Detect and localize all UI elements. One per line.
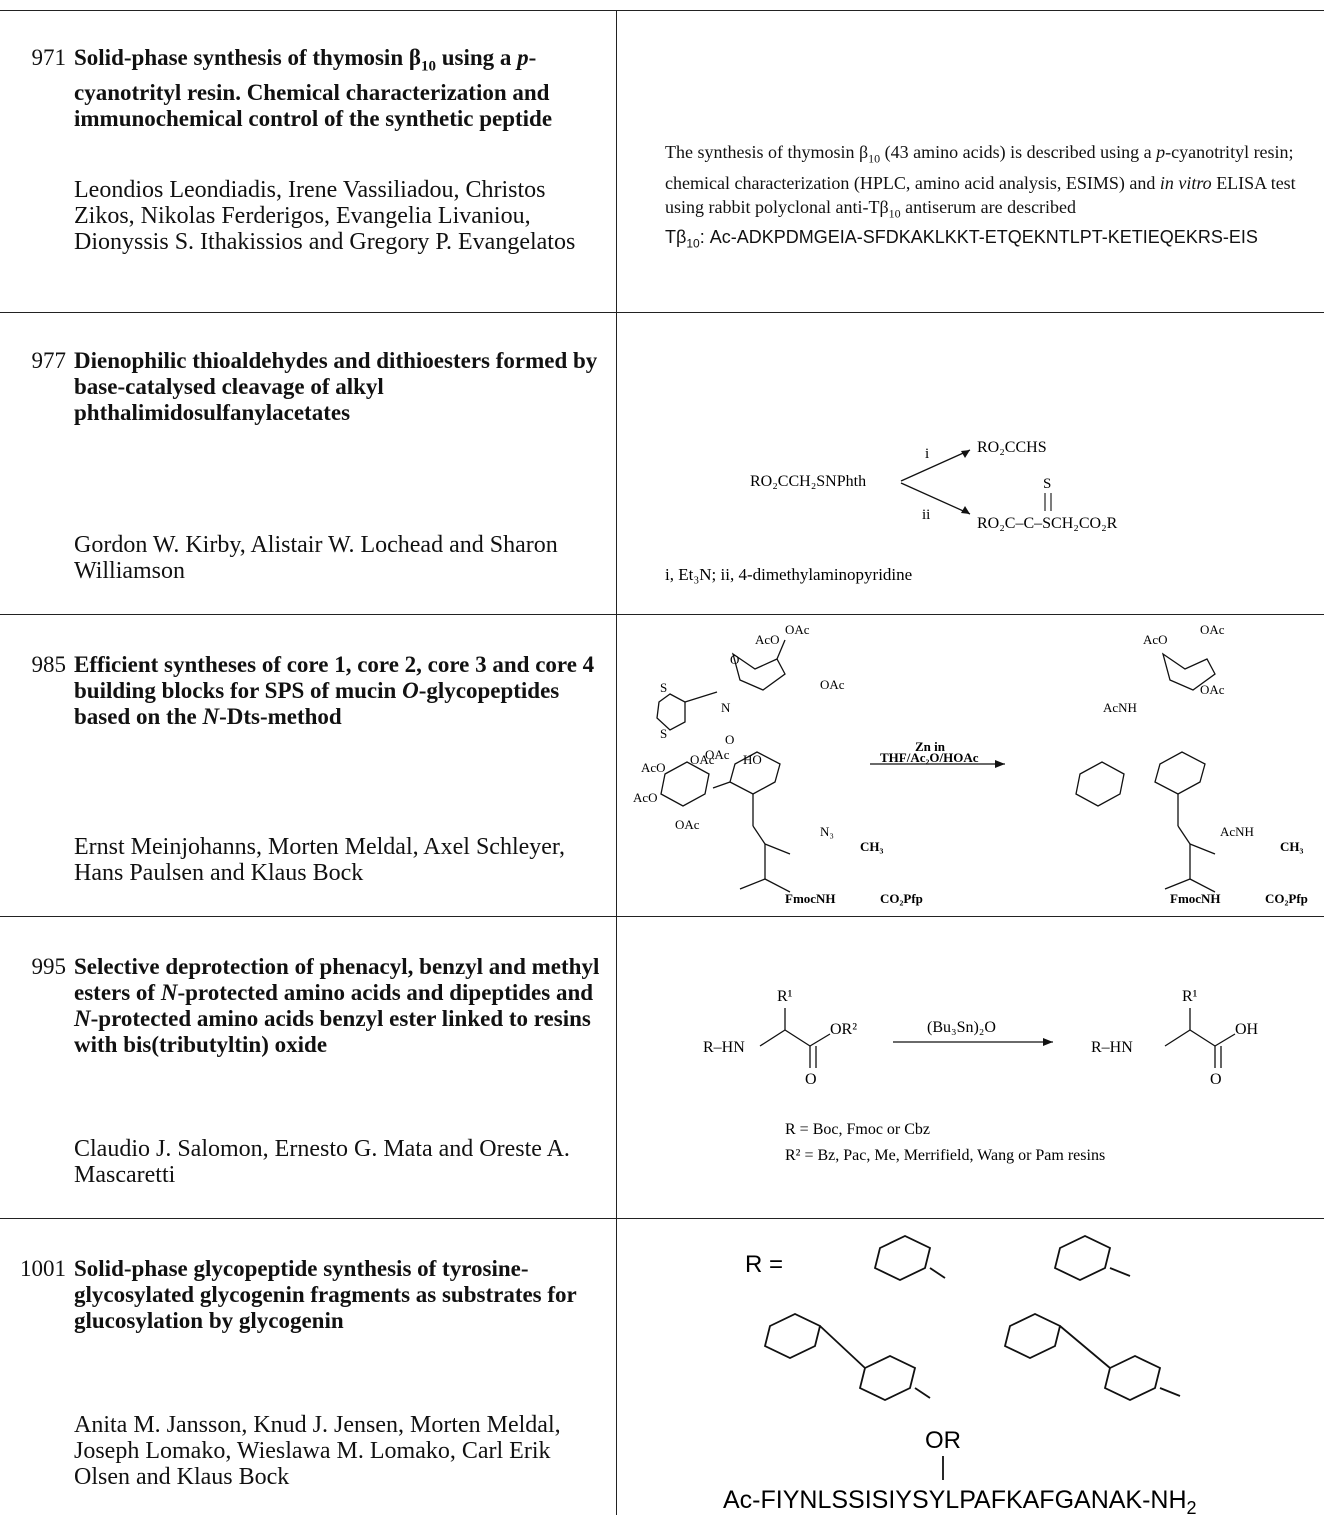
svg-text:OAc: OAc <box>705 747 730 762</box>
reaction-conditions: i, Et₃N; ii, 4-dimethylaminopyridine <box>665 565 912 584</box>
abstract-text: The synthesis of thymosin β10 (43 amino … <box>665 142 1296 251</box>
glycoside-structure-right <box>1075 652 1216 893</box>
rule-4 <box>0 1218 1324 1219</box>
scheme-985: Zn in THF/Ac₂O/HOAc OAc AcO OAc O S S N … <box>625 614 1320 916</box>
article-title[interactable]: Solid-phase synthesis of thymosin β10 us… <box>74 45 553 131</box>
product-thioaldehyde: RO₂CCHS <box>977 439 1047 456</box>
svg-text:N₃: N₃ <box>820 824 834 839</box>
definition-r2: R² = Bz, Pac, Me, Merrifield, Wang or Pa… <box>785 1147 1105 1164</box>
svg-text:O: O <box>725 732 734 747</box>
svg-text:FmocNH: FmocNH <box>1170 891 1221 906</box>
svg-text:OAc: OAc <box>690 752 715 767</box>
svg-text:OAc: OAc <box>675 817 700 832</box>
reagent-top: Zn in <box>915 739 946 754</box>
entry-977: 977 Dienophilic thioaldehydes and dithio… <box>0 312 616 614</box>
definition-r: R = Boc, Fmoc or Cbz <box>785 1121 930 1138</box>
rule-1 <box>0 312 1324 313</box>
svg-text:N: N <box>721 700 731 715</box>
thione-sulfur: S <box>1043 476 1051 492</box>
page-number[interactable]: 995 <box>31 954 67 979</box>
page-number[interactable]: 977 <box>31 348 67 373</box>
svg-text:R¹: R¹ <box>777 988 793 1005</box>
reactant-label: RO₂CCH₂SNPhth <box>750 473 866 490</box>
rule-3 <box>0 916 1324 917</box>
entry-1001: 1001 Solid-phase glycopeptide synthesis … <box>0 1218 616 1515</box>
entry-995: 995 Selective deprotection of phenacyl, … <box>0 916 616 1218</box>
svg-text:OAc: OAc <box>1200 682 1225 697</box>
article-title[interactable]: Selective deprotection of phenacyl, benz… <box>74 954 600 1057</box>
svg-text:OAc: OAc <box>820 677 845 692</box>
svg-text:CO₂Pfp: CO₂Pfp <box>1265 891 1308 906</box>
svg-text:O: O <box>730 652 739 667</box>
svg-text:R¹: R¹ <box>1182 988 1198 1005</box>
article-title[interactable]: Efficient syntheses of core 1, core 2, c… <box>74 652 595 729</box>
article-authors: Gordon W. Kirby, Alistair W. Lochead and… <box>74 532 558 584</box>
svg-text:AcNH: AcNH <box>1220 824 1254 839</box>
reagent: (Bu₃Sn)₂O <box>927 1019 996 1036</box>
reaction-scheme-977: RO₂CCH₂SNPhth i ii RO₂CCHS S RO₂C–C–SCH₂… <box>665 439 1118 584</box>
rule-2 <box>0 614 1324 615</box>
svg-text:AcO: AcO <box>633 790 658 805</box>
abstract-971: The synthesis of thymosin β10 (43 amino … <box>625 10 1320 312</box>
svg-text:AcO: AcO <box>1143 632 1168 647</box>
entry-971: 971 Solid-phase synthesis of thymosin β1… <box>0 10 616 312</box>
reaction-scheme-995: R¹ R–HN OR² O (Bu₃Sn)₂O R¹ R–HN OH O R =… <box>703 988 1259 1164</box>
article-authors: Ernst Meinjohanns, Morten Meldal, Axel S… <box>74 834 565 886</box>
svg-text:OAc: OAc <box>785 622 810 637</box>
article-title[interactable]: Dienophilic thioaldehydes and dithioeste… <box>74 348 598 425</box>
svg-text:CO₂Pfp: CO₂Pfp <box>880 891 923 906</box>
rule-top <box>0 10 1324 11</box>
svg-text:OAc: OAc <box>1200 622 1225 637</box>
svg-text:CH₃: CH₃ <box>860 839 884 854</box>
svg-text:HO: HO <box>743 752 762 767</box>
article-authors: Claudio J. Salomon, Ernesto G. Mata and … <box>74 1136 570 1188</box>
page-number[interactable]: 985 <box>31 652 67 677</box>
svg-text:O: O <box>805 1071 817 1088</box>
page-number[interactable]: 971 <box>31 45 67 70</box>
svg-text:O: O <box>1210 1071 1222 1088</box>
article-authors: Leondios Leondiadis, Irene Vassiliadou, … <box>74 177 576 255</box>
svg-text:AcO: AcO <box>755 632 780 647</box>
arrow-label-i: i <box>925 446 929 462</box>
svg-text:OR²: OR² <box>830 1021 857 1038</box>
glycopeptide-sequence: Ac-FIYNLSSISIYSYLPAFKAFGANAK-NH2 <box>723 1486 1197 1515</box>
svg-text:R–HN: R–HN <box>1091 1039 1133 1056</box>
arrow-label-ii: ii <box>922 507 930 523</box>
column-divider <box>616 10 617 1515</box>
peptide-sequence: Tβ10: Ac-ADKPDMGEIA-SFDKAKLKKT-ETQEKNTLP… <box>665 227 1258 251</box>
svg-text:S: S <box>660 680 667 695</box>
entry-985: 985 Efficient syntheses of core 1, core … <box>0 614 616 916</box>
svg-text:S: S <box>660 726 667 741</box>
page-number[interactable]: 1001 <box>20 1256 66 1281</box>
svg-text:FmocNH: FmocNH <box>785 891 836 906</box>
reaction-scheme-985: Zn in THF/Ac₂O/HOAc OAc AcO OAc O S S N … <box>633 622 1308 906</box>
product-dithioester: RO₂C–C–SCH₂CO₂R <box>977 515 1118 532</box>
reagent-bottom: THF/Ac₂O/HOAc <box>880 750 979 765</box>
glycoside-structure-left <box>656 639 791 893</box>
svg-text:OH: OH <box>1235 1021 1259 1038</box>
scheme-995: R¹ R–HN OR² O (Bu₃Sn)₂O R¹ R–HN OH O R =… <box>625 916 1320 1218</box>
scheme-977: RO₂CCH₂SNPhth i ii RO₂CCHS S RO₂C–C–SCH₂… <box>625 312 1320 614</box>
svg-text:R–HN: R–HN <box>703 1039 745 1056</box>
article-title[interactable]: Solid-phase glycopeptide synthesis of ty… <box>74 1256 577 1333</box>
svg-text:CH₃: CH₃ <box>1280 839 1304 854</box>
svg-text:AcO: AcO <box>641 760 666 775</box>
article-authors: Anita M. Jansson, Knud J. Jensen, Morten… <box>74 1412 561 1490</box>
svg-text:AcNH: AcNH <box>1103 700 1137 715</box>
or-label: OR <box>925 1427 961 1454</box>
glycan-structures-1001: R = OR Ac-FIYNLSSISIYSYLPAFKAFGANAK-NH2 <box>723 1235 1197 1518</box>
r-equals: R = <box>745 1251 783 1278</box>
scheme-1001: R = OR Ac-FIYNLSSISIYSYLPAFKAFGANAK-NH2 <box>625 1218 1320 1518</box>
